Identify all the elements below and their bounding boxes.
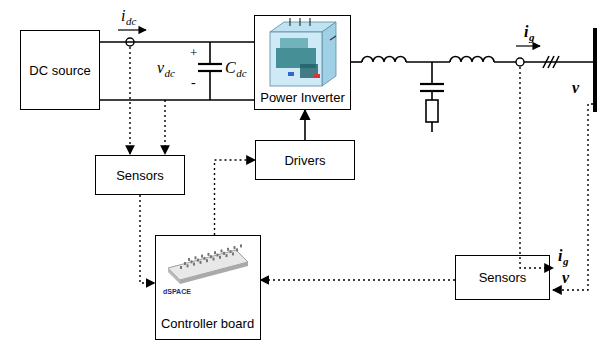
signal-label: dSPACE <box>163 288 191 295</box>
lcl-filter <box>350 56 595 132</box>
grid-bus <box>593 28 597 112</box>
node-label: Power Inverter <box>260 90 345 105</box>
node-label: DC source <box>29 63 90 78</box>
controller-box: Controller board <box>155 235 261 340</box>
dspace-board-illustration <box>168 244 248 284</box>
node-label: Drivers <box>284 153 325 168</box>
signal-label: v <box>572 80 579 96</box>
signal-label: i <box>558 248 562 264</box>
signal-label: v <box>157 60 164 76</box>
signal-label: i <box>121 8 125 24</box>
signal-label: C <box>225 60 236 76</box>
current-arrow <box>516 45 540 46</box>
sensor-box: Sensors <box>95 155 185 195</box>
subscript-label: dc <box>236 68 246 79</box>
sense-line <box>129 47 130 154</box>
sensor-box: Sensors <box>455 255 550 300</box>
power-wire <box>100 41 254 43</box>
node-label: Sensors <box>116 168 164 183</box>
subscript-label: g <box>563 256 569 267</box>
signal-label: + <box>190 46 197 59</box>
signal-line <box>140 195 155 283</box>
sense-line <box>164 100 165 154</box>
inverter-box: Power Inverter <box>254 15 351 110</box>
driver-box: Drivers <box>255 140 355 180</box>
node-label: Sensors <box>479 270 527 285</box>
dc-wire <box>100 99 255 101</box>
sense-line <box>553 104 593 290</box>
signal-line <box>215 160 256 235</box>
node-label: Controller board <box>161 316 254 331</box>
capacitor-symbol <box>198 42 222 100</box>
sense-line <box>520 67 553 268</box>
subscript-label: g <box>529 32 535 43</box>
current-arrow <box>118 29 146 30</box>
signal-label: i <box>524 24 528 40</box>
subscript-label: dc <box>126 16 136 27</box>
subscript-label: dc <box>165 68 175 79</box>
inverter-illustration <box>270 18 336 86</box>
sense-point <box>516 58 524 66</box>
signal-label: - <box>191 76 196 90</box>
power-wire <box>304 110 306 140</box>
signal-label: v <box>562 270 569 286</box>
signal-line <box>261 279 456 280</box>
source-box: DC source <box>20 30 100 110</box>
